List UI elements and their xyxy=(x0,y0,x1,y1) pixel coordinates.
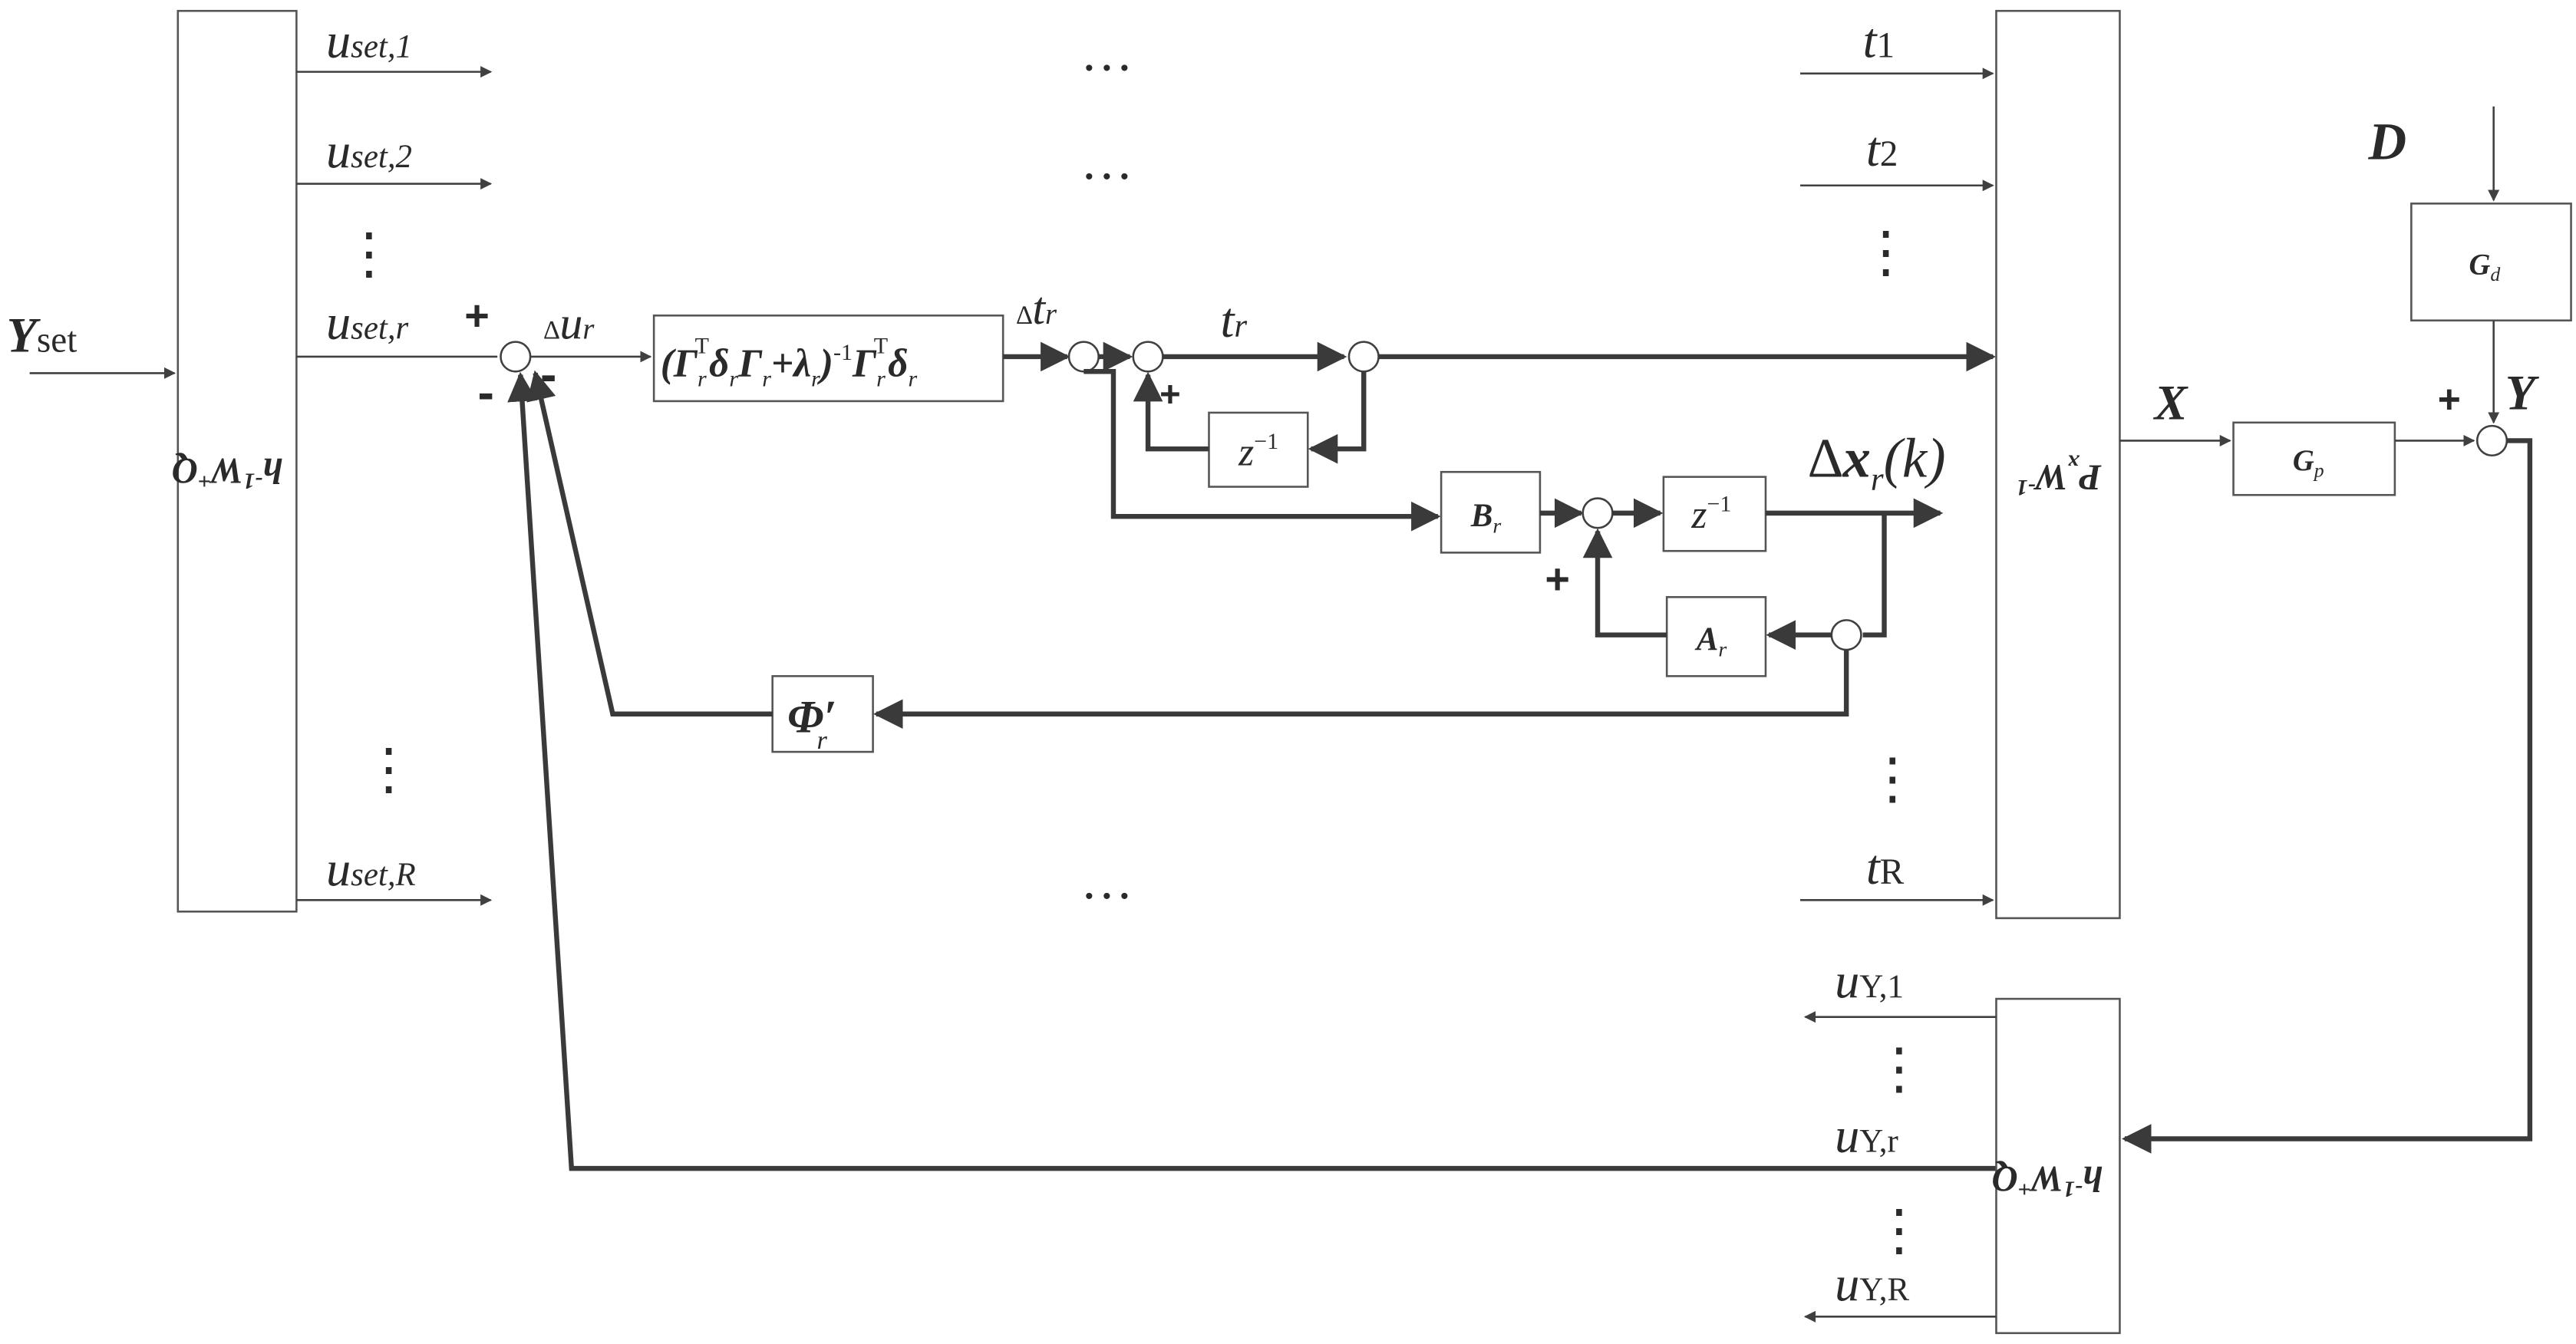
svg-text:Ar: Ar xyxy=(1694,621,1727,662)
z-top-feedback-out xyxy=(1133,371,1209,452)
j2-to-Br xyxy=(1084,369,1441,532)
delta-t-label: ∆tr xyxy=(1016,282,1057,334)
u-set-r-label: uset,r xyxy=(326,295,409,349)
Gd-block: Gd xyxy=(2410,203,2572,322)
junction-2 xyxy=(1067,341,1100,373)
sum-junction-3 xyxy=(1132,341,1164,373)
t-inputs: t1 t2 ⋮ ⋮ tR xyxy=(1800,13,1994,906)
svg-text:(ΓrTδrΓr+λr)-1ΓrTδr: (ΓrTδrΓr+λr)-1ΓrTδr xyxy=(661,334,918,392)
sum5-plus-sign: + xyxy=(1545,555,1570,603)
svg-text:Gd: Gd xyxy=(2469,249,2500,286)
svg-text:h-1W+Q: h-1W+Q xyxy=(1992,1158,2103,1201)
u-set-R-label: uset,R xyxy=(326,842,416,896)
bottom-outputs: uY,1 ⋮ uY,r ⋮ uY,R xyxy=(1803,954,1997,1323)
u-Y-r-label: uY,r xyxy=(1835,1108,1898,1163)
t-r-label: tr xyxy=(1220,293,1247,348)
t-vertical-ellipsis-2: ⋮ xyxy=(1865,748,1921,810)
u-set-1-label: uset,1 xyxy=(326,13,412,68)
left-vertical-ellipsis-2: ⋮ xyxy=(361,738,417,800)
gain-block: (ΓrTδrΓr+λr)-1ΓrTδr xyxy=(652,315,1004,403)
t-1-label: t1 xyxy=(1863,13,1895,68)
left-vertical-ellipsis: ⋮ xyxy=(341,222,397,285)
left-outputs: uset,1 uset,2 ⋮ uset,r ⋮ uset,R xyxy=(296,13,498,906)
delta-u-label: ∆ur xyxy=(543,297,595,348)
y-feedback-to-bottom-block xyxy=(2122,438,2533,1154)
sum3-plus-sign: + xyxy=(1159,374,1181,414)
phi-to-sum1 xyxy=(526,370,773,716)
sum7-plus-sign: + xyxy=(2438,377,2461,421)
z-inverse-block-top: z−1 xyxy=(1208,411,1309,488)
svg-text:z−1: z−1 xyxy=(1238,429,1278,474)
junction-6 xyxy=(1830,619,1862,651)
junction6-to-phi xyxy=(873,650,1849,730)
junction-4 xyxy=(1347,341,1380,373)
sum-junction-5 xyxy=(1582,497,1614,529)
svg-text:Br: Br xyxy=(1470,498,1502,539)
x-label: X xyxy=(2153,376,2189,430)
svg-text:h-1W+Q: h-1W+Q xyxy=(172,450,283,493)
t-2-label: t2 xyxy=(1866,122,1898,176)
svg-text:Gp: Gp xyxy=(2293,445,2324,482)
y-output-label: Y xyxy=(2505,366,2540,420)
Ar-to-sum5 xyxy=(1582,528,1667,637)
phi-block: Φ′r xyxy=(771,675,874,755)
ellipsis-row-R: … xyxy=(1080,852,1133,910)
sum1-plus-sign: + xyxy=(464,292,490,340)
Ar-block: Ar xyxy=(1665,596,1767,677)
u-Y-1-label: uY,1 xyxy=(1835,954,1904,1008)
sum1-minus-sign-2: - xyxy=(540,347,556,402)
bottom-return-to-sum1 xyxy=(507,371,1997,1171)
svg-text:z−1: z−1 xyxy=(1690,492,1731,537)
ellipsis-row-1: … xyxy=(1080,23,1133,81)
y-set-label: Yset xyxy=(7,308,78,363)
left-transform-main: h xyxy=(262,450,282,490)
right-transform-block: PxW-1 xyxy=(1995,9,2121,920)
u-Y-R-label: uY,R xyxy=(1835,1257,1909,1311)
bottom-vertical-ellipsis: ⋮ xyxy=(1871,1038,1927,1100)
z-top-feedback-in xyxy=(1308,371,1367,464)
Gp-block: Gp xyxy=(2232,421,2396,496)
svg-text:PxW-1: PxW-1 xyxy=(2017,450,2103,500)
t-R-label: tR xyxy=(1866,840,1905,894)
svg-text:Φ′r: Φ′r xyxy=(787,690,836,754)
left-transform-block: h-1W+Q xyxy=(172,9,298,913)
t-vertical-ellipsis: ⋮ xyxy=(1858,221,1914,283)
sum-junction-7 xyxy=(2475,424,2508,457)
sum1-minus-sign-1: - xyxy=(477,365,493,420)
z-inverse-block-mid: z−1 xyxy=(1662,476,1767,552)
u-set-2-label: uset,2 xyxy=(326,124,412,178)
delta-x-branch-down xyxy=(1862,512,1887,637)
delta-x-label: ∆xr(k) xyxy=(1809,427,1946,498)
Br-block: Br xyxy=(1440,470,1542,554)
bottom-transform-block: h-1W+Q xyxy=(1992,997,2121,1335)
ellipsis-row-2: … xyxy=(1080,132,1133,190)
d-label: D xyxy=(2368,112,2407,170)
bottom-vertical-ellipsis-2: ⋮ xyxy=(1871,1199,1927,1261)
